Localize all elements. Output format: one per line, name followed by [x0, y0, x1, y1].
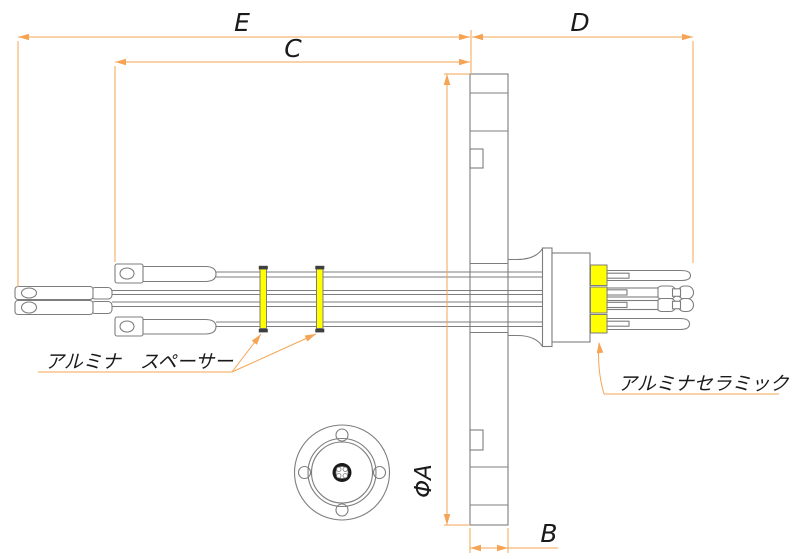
conductor-4-bottom	[114, 316, 543, 337]
spacer-right-cap-bottom	[315, 328, 325, 333]
ceramic-block-top	[590, 264, 608, 286]
pin-rod	[606, 317, 691, 331]
pin-2-socket	[606, 285, 695, 300]
dim-label-e: E	[234, 8, 250, 37]
crimp-barrel	[138, 265, 217, 283]
terminal-lug-hole	[119, 320, 135, 333]
spacer-right	[316, 267, 324, 329]
socket-neck	[671, 300, 682, 310]
arrowhead	[596, 342, 604, 354]
flange-bolt-hole-top	[469, 148, 484, 169]
feedthrough-body	[508, 247, 591, 348]
pin-cross-section-2	[342, 466, 348, 472]
arrowhead	[497, 544, 508, 552]
crimp-flare	[90, 300, 113, 315]
arrowhead	[115, 58, 126, 66]
arrowhead	[18, 33, 29, 41]
terminal-lug-hole	[119, 267, 135, 280]
ceramic-label: アルミナセラミック	[618, 373, 790, 395]
body-collar	[541, 247, 553, 348]
arrowhead	[443, 514, 451, 525]
recess-circle-inner	[310, 441, 374, 504]
arrowhead	[470, 544, 481, 552]
bell-curve-bottom	[508, 334, 543, 347]
crimp-flare	[90, 286, 113, 300]
dim-label-c: C	[284, 34, 302, 63]
crimp-barrel	[138, 318, 217, 335]
bolt-hole-right	[372, 465, 387, 480]
arrowhead	[459, 58, 470, 66]
arrowhead	[682, 33, 693, 41]
dimension-b	[469, 528, 558, 553]
dim-label-phi-a: ΦA	[411, 464, 437, 498]
pin-1-top	[606, 269, 692, 282]
pin-rod	[606, 269, 692, 282]
bolt-hole-left	[297, 465, 312, 480]
alumina-ceramic-insulators	[590, 264, 608, 334]
pin-3-socket	[606, 297, 695, 313]
arrowhead	[443, 74, 451, 85]
terminal-lug-hole	[20, 301, 38, 314]
arrowhead	[459, 33, 470, 41]
bolt-hole-bottom	[335, 503, 349, 517]
conductor-1-top	[114, 263, 543, 284]
ceramic-block-bottom	[590, 314, 608, 334]
pin-cross-section-4	[342, 473, 348, 479]
socket-neck	[671, 288, 682, 297]
bell-curve-top	[508, 248, 543, 261]
spacer-annotation-leader	[38, 333, 317, 373]
spacer-right-cap-top	[315, 265, 325, 270]
arrowhead	[251, 334, 261, 345]
conductor-3-middle-lower	[14, 299, 543, 316]
ceramic-annotation-leader	[596, 342, 779, 395]
pin-cross-section-3	[336, 473, 342, 479]
flange-side-view	[469, 73, 509, 526]
body-cylinder	[551, 252, 591, 343]
flange-bolt-hole-bottom	[469, 429, 484, 451]
spacer-left-cap-top	[258, 265, 268, 270]
pin-cross-section-1	[336, 466, 342, 472]
flange-front-view	[293, 424, 391, 521]
pin-4-bottom	[606, 317, 691, 331]
recess-circle-outer	[307, 437, 377, 508]
terminal-lug-hole	[20, 287, 38, 299]
spacer-left-cap-bottom	[258, 328, 268, 333]
dim-label-d: D	[570, 8, 589, 37]
alumina-spacers	[258, 265, 325, 333]
dimension-d	[472, 33, 694, 263]
ceramic-block-middle	[590, 286, 608, 314]
spacer-left	[259, 267, 267, 329]
dimension-phi-a	[443, 73, 470, 526]
spacer-label: アルミナ スペーサー	[45, 351, 234, 373]
bolt-hole-top	[335, 428, 349, 442]
arrowhead	[472, 33, 483, 41]
leader-line-2	[231, 333, 317, 373]
arrowhead	[304, 334, 316, 342]
dimension-e	[17, 33, 470, 287]
conductor-2-middle-upper	[14, 285, 543, 301]
dimension-c	[114, 30, 472, 262]
flange-body	[469, 73, 509, 526]
dim-label-b: B	[540, 519, 557, 548]
